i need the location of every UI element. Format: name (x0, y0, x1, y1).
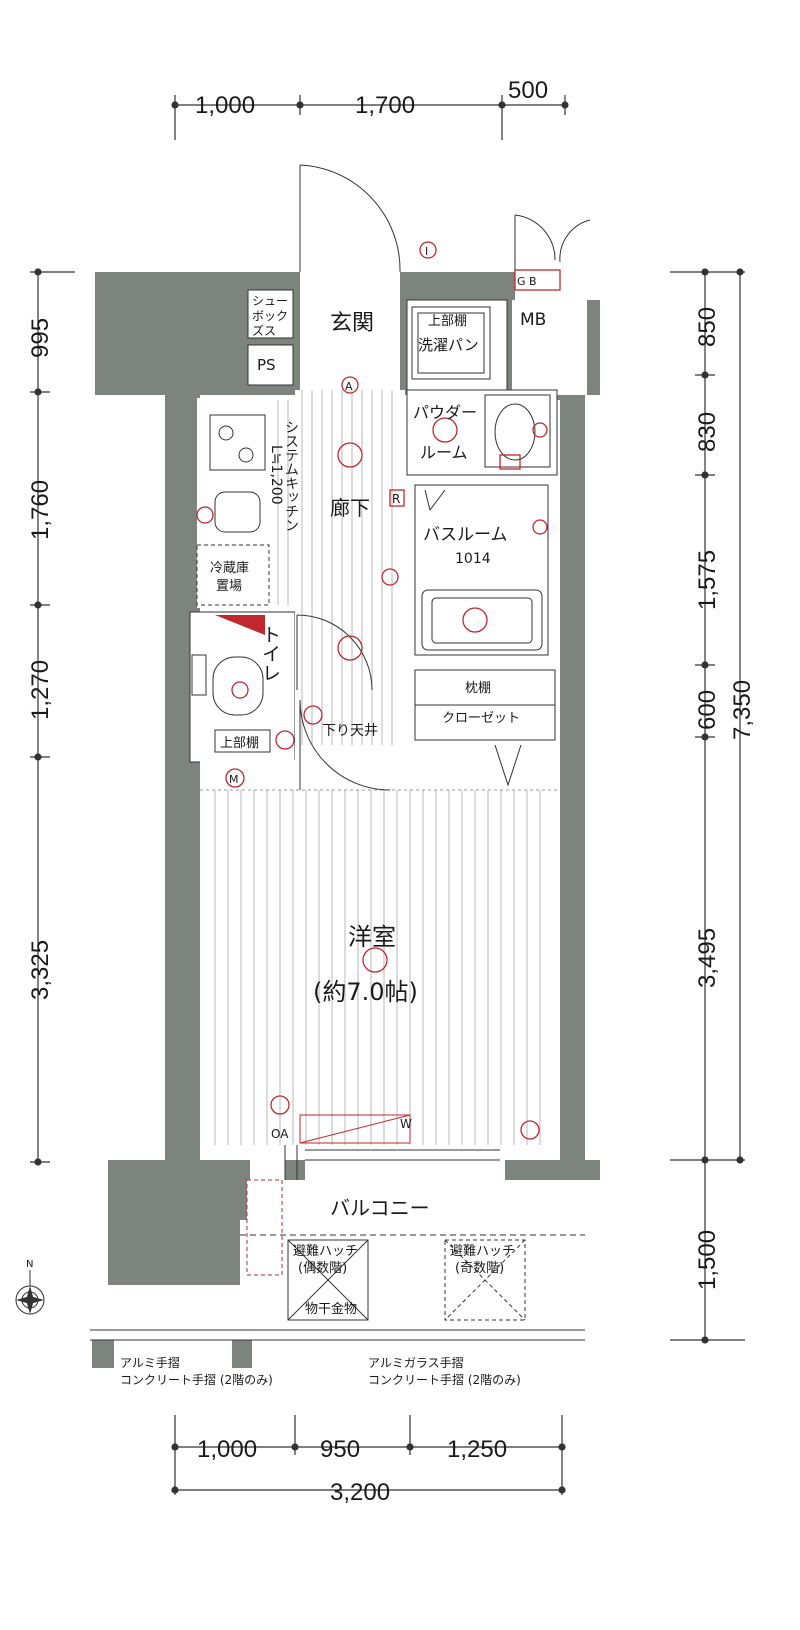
electrical-symbols (196, 241, 561, 1140)
hatch-odd-label-2: (奇数階) (455, 1260, 504, 1276)
fixtures (90, 306, 585, 1341)
dim-bottom-1: 1,000 (197, 1436, 257, 1463)
compass-icon: N (15, 1259, 45, 1315)
hatch-even-label-1: 避難ハッチ (293, 1244, 358, 1259)
railing-left-2: コンクリート手摺 (2階のみ) (120, 1372, 273, 1387)
powder-room-label-2: ルーム (420, 443, 468, 462)
western-room-label: 洋室 (348, 923, 396, 951)
ps-label: PS (257, 356, 276, 374)
washer-pan-label: 洗濯パン (418, 336, 479, 354)
closet-label: クローゼット (442, 711, 520, 726)
dimension-texts: 1,000 1,700 500 1,000 950 1,250 3,200 99… (27, 77, 756, 1506)
shoebox-label-2: ボック (252, 309, 288, 323)
dim-right-2: 830 (694, 412, 721, 452)
upper-shelf-top-label: 上部棚 (428, 314, 467, 329)
dim-right-5: 3,495 (694, 928, 721, 988)
room-labels: 玄関 シュー ボック ズス PS MB G B 上部棚 洗濯パン パウダー ルー… (210, 245, 546, 1317)
mb-label: MB (520, 310, 546, 330)
western-room-floor-pattern (200, 789, 560, 1145)
kitchen-label: システムキッチン (283, 420, 299, 532)
dim-top-3: 500 (508, 77, 548, 104)
m-mark: M (229, 773, 239, 786)
railing-left-1: アルミ手摺 (120, 1355, 180, 1370)
w-mark: W (400, 1117, 412, 1131)
balcony-label: バルコニー (330, 1196, 430, 1220)
gb-label: G B (517, 275, 537, 288)
hallway-floor-pattern (277, 390, 393, 745)
bathroom-label: バスルーム (423, 525, 508, 545)
dim-left-3: 1,270 (27, 660, 54, 720)
dim-right-1: 850 (694, 307, 721, 347)
kitchen-length-label: L≒1,200 (268, 445, 284, 505)
a-mark: A (345, 380, 353, 393)
compass-n-label: N (26, 1259, 33, 1270)
western-room-size-label: (約7.0帖) (313, 978, 418, 1006)
entrance-label: 玄関 (330, 311, 374, 336)
dim-right-3: 1,575 (694, 550, 721, 610)
hallway-label: 廊下 (330, 496, 370, 520)
hatch-odd-label-1: 避難ハッチ (450, 1244, 515, 1259)
fridge-label-2: 置場 (216, 579, 242, 594)
dim-right-total: 7,350 (729, 680, 756, 740)
shoebox-label-1: シュー (252, 294, 288, 308)
r-mark: R (392, 492, 400, 506)
shoebox-label-3: ズス (252, 323, 276, 338)
dim-top-2: 1,700 (355, 92, 415, 119)
dim-bottom-total: 3,200 (330, 1479, 390, 1506)
dimension-lines (30, 95, 745, 1495)
dim-left-4: 3,325 (27, 940, 54, 1000)
dim-bottom-2: 950 (320, 1436, 360, 1463)
dim-left-2: 1,760 (27, 480, 54, 540)
lowered-ceiling-label: 下り天井 (322, 723, 378, 739)
dim-bottom-3: 1,250 (447, 1436, 507, 1463)
dim-right-4: 600 (694, 690, 721, 730)
toilet-label: トイレ (259, 625, 281, 682)
upper-shelf-toilet-label: 上部棚 (220, 736, 259, 751)
doors (284, 164, 591, 1180)
hatch-even-label-2: (偶数階) (298, 1261, 347, 1276)
dim-left-1: 995 (27, 318, 54, 358)
dim-right-6: 1,500 (694, 1230, 721, 1290)
dim-top-1: 1,000 (195, 92, 255, 119)
railing-notes: アルミ手摺 コンクリート手摺 (2階のみ) アルミガラス手摺 コンクリート手摺 … (120, 1355, 521, 1387)
pillow-shelf-label: 枕棚 (465, 681, 491, 696)
drying-hardware-label: 物干金物 (305, 1301, 357, 1317)
fridge-label-1: 冷蔵庫 (210, 561, 249, 576)
powder-room-label-1: パウダー (413, 403, 477, 422)
bathroom-size-label: 1014 (455, 551, 491, 567)
railing-right-1: アルミガラス手摺 (368, 1355, 464, 1370)
i-mark: I (425, 245, 428, 258)
railing-right-2: コンクリート手摺 (2階のみ) (368, 1372, 521, 1387)
oa-mark: OA (271, 1127, 289, 1141)
